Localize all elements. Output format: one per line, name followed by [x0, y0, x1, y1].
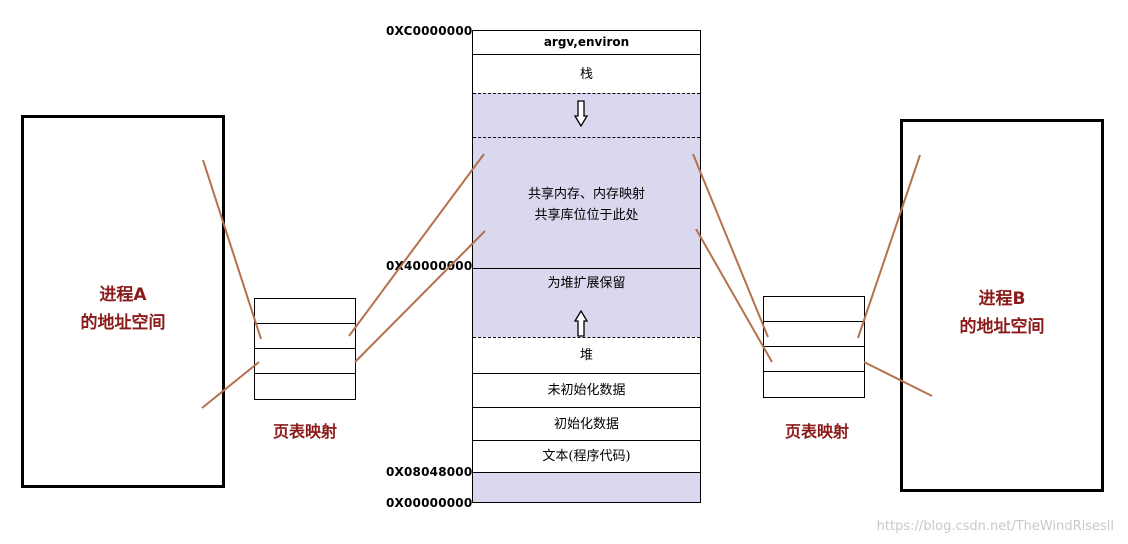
process-b-title: 进程B	[978, 289, 1026, 309]
page-table-right	[763, 296, 865, 398]
segment-text: 文本(程序代码)	[473, 440, 700, 472]
shared-memory-label-2: 共享库位位于此处	[534, 208, 639, 223]
mapping-line	[695, 228, 773, 363]
mapping-line	[201, 361, 260, 409]
mapping-line	[857, 154, 921, 339]
segment-data: 初始化数据	[473, 407, 700, 440]
stack-growth-area	[473, 93, 700, 137]
mapping-line	[863, 361, 933, 397]
watermark: https://blog.csdn.net/TheWindRisesll	[876, 519, 1114, 534]
address-mid: 0X40000000	[386, 259, 473, 273]
up-arrow-icon	[574, 309, 588, 337]
page-table-entry	[255, 299, 355, 324]
process-a-address-space: 进程A 的地址空间	[21, 115, 225, 488]
page-table-entry	[764, 297, 864, 322]
down-arrow-icon	[574, 100, 588, 128]
mapping-line	[348, 153, 485, 337]
mapping-line	[692, 153, 769, 338]
segment-argv-environ: argv,environ	[543, 35, 630, 49]
page-table-entry	[255, 349, 355, 374]
segment-stack: 栈	[473, 54, 700, 93]
page-table-entry	[764, 347, 864, 372]
page-table-entry	[255, 324, 355, 349]
segment-heap: 堆	[473, 337, 700, 373]
process-a-subtitle: 的地址空间	[80, 313, 166, 333]
address-bottom: 0X00000000	[386, 496, 473, 510]
process-b-subtitle: 的地址空间	[959, 317, 1045, 337]
memory-layout: argv,environ 栈 共享内存、内存映射 共享库位位于此处 为堆扩展保留…	[472, 30, 701, 503]
process-b-address-space: 进程B 的地址空间	[900, 119, 1104, 492]
segment-shared-memory: 共享内存、内存映射 共享库位位于此处	[473, 137, 700, 268]
address-top: 0XC0000000	[386, 24, 473, 38]
page-table-left-caption: 页表映射	[272, 422, 337, 441]
page-table-right-caption: 页表映射	[784, 422, 849, 441]
segment-bss: 未初始化数据	[473, 373, 700, 407]
process-a-title: 进程A	[99, 285, 147, 305]
heap-reserve-label: 为堆扩展保留	[547, 276, 626, 291]
segment-reserved-bottom	[473, 472, 700, 502]
mapping-line	[202, 159, 262, 340]
page-table-entry	[764, 322, 864, 347]
page-table-left	[254, 298, 356, 400]
segment-heap-reserve: 为堆扩展保留	[473, 268, 700, 337]
address-text-start: 0X08048000	[386, 465, 473, 479]
shared-memory-label-1: 共享内存、内存映射	[527, 187, 645, 202]
mapping-line	[354, 230, 486, 363]
